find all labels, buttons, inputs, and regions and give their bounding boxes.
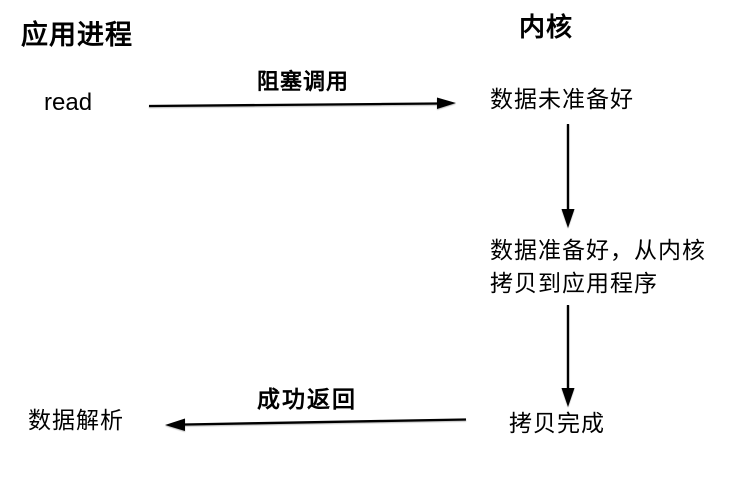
data-ready-node: 数据准备好，从内核 拷贝到应用程序 [490, 234, 706, 300]
blocking-call-arrow [148, 97, 456, 109]
read-call-label: read [44, 89, 93, 116]
wait-for-data-arrow [561, 124, 575, 228]
data-not-ready-node: 数据未准备好 [490, 86, 634, 112]
copy-data-arrow [561, 305, 575, 407]
data-parse-node: 数据解析 [28, 407, 124, 433]
data-ready-line2: 拷贝到应用程序 [490, 270, 658, 296]
kernel-column-title: 内核 [519, 12, 574, 42]
success-return-arrow-label: 成功返回 [257, 386, 357, 412]
app-process-column-title: 应用进程 [21, 20, 133, 50]
blocking-call-arrow-label: 阻塞调用 [257, 69, 350, 94]
data-ready-line1: 数据准备好，从内核 [490, 237, 706, 263]
success-return-arrow [165, 418, 467, 431]
copy-done-node: 拷贝完成 [509, 410, 605, 436]
